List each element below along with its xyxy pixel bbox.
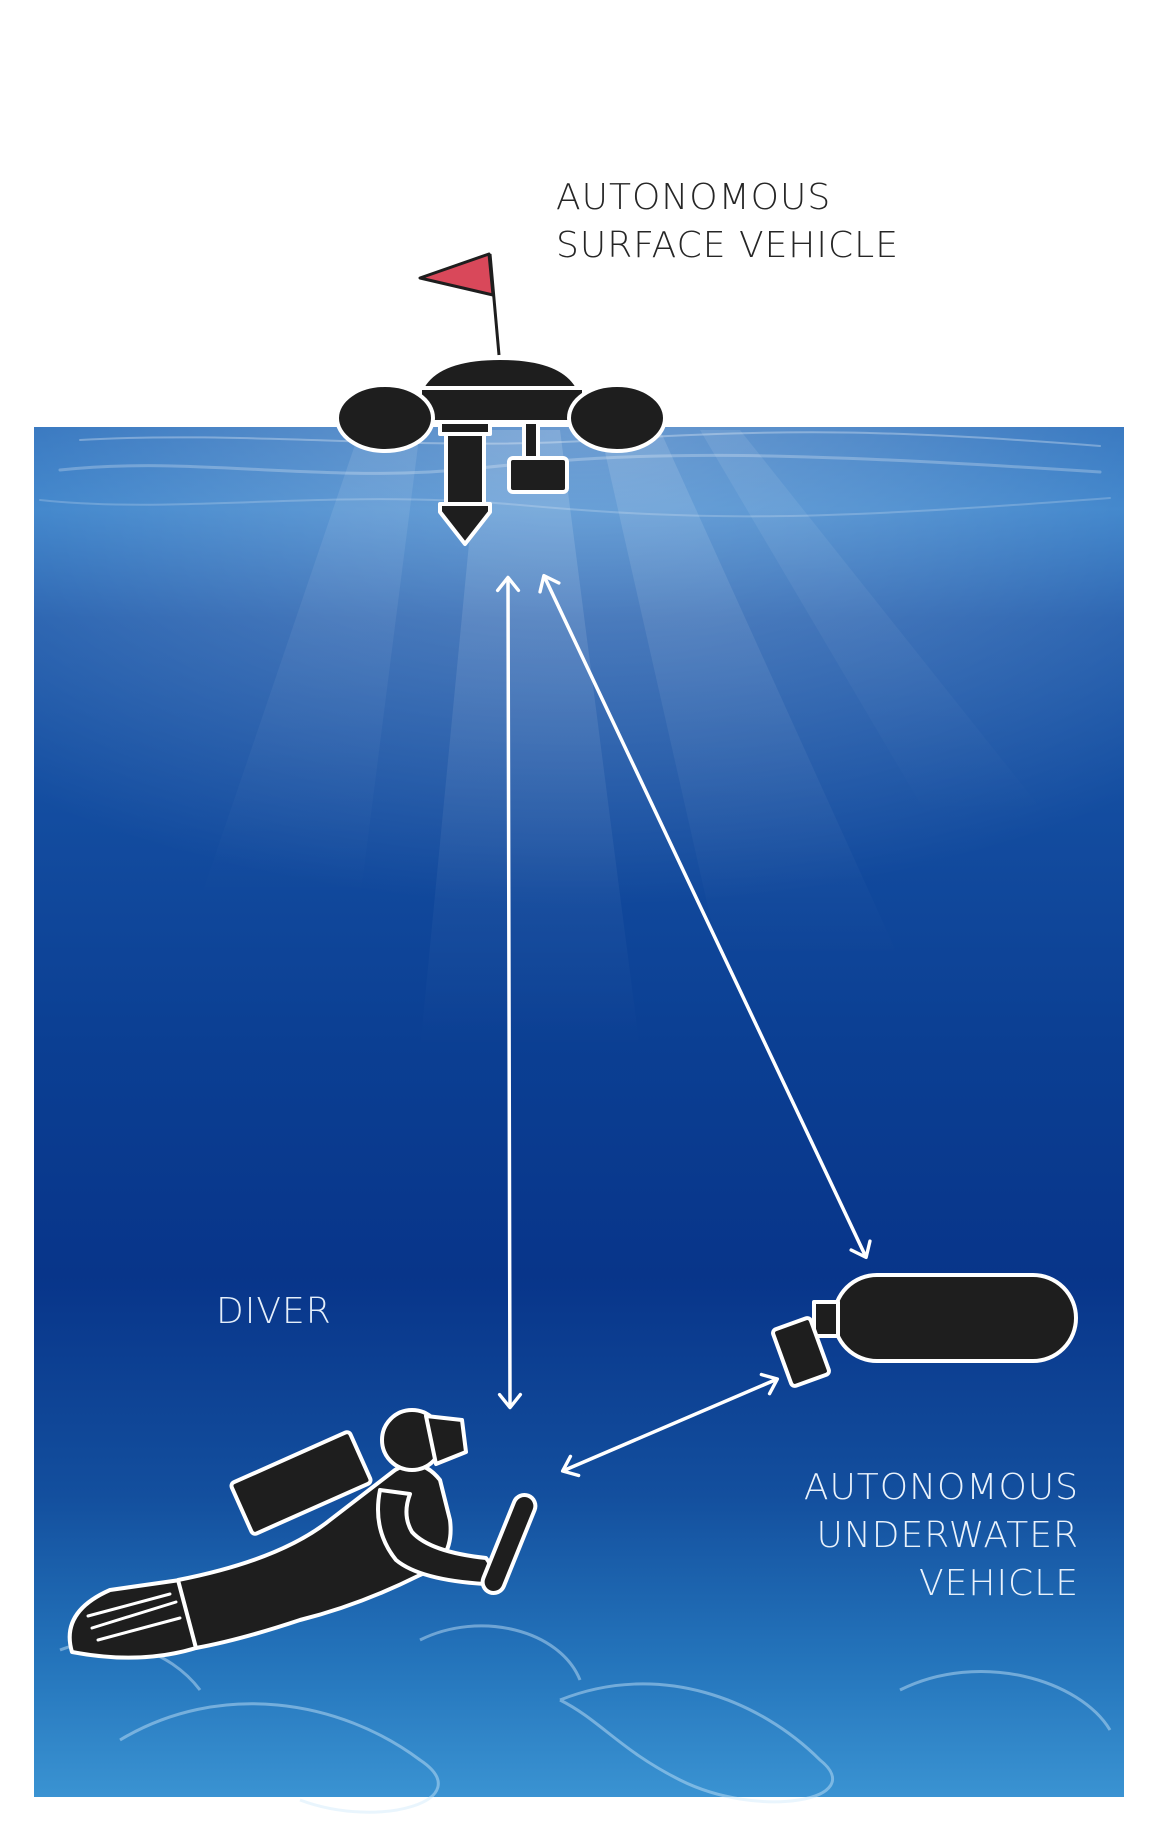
diver-icon xyxy=(67,1408,538,1660)
link-asv-diver xyxy=(495,575,523,1410)
auv-label-line-2: UNDERWATER xyxy=(816,1515,1079,1556)
asv-label-line-1: AUTONOMOUS xyxy=(556,177,832,218)
sky-background xyxy=(34,34,1124,427)
communication-links xyxy=(495,573,872,1478)
underwater-vehicle-icon xyxy=(771,1273,1078,1388)
auv-label-line-3: VEHICLE xyxy=(919,1563,1079,1604)
asv-label: AUTONOMOUS SURFACE VEHICLE xyxy=(556,174,899,270)
diver-label-text: DIVER xyxy=(216,1291,332,1332)
diver-label: DIVER xyxy=(216,1288,332,1336)
auv-label-line-1: AUTONOMOUS xyxy=(803,1467,1079,1508)
link-diver-auv xyxy=(560,1372,780,1478)
auv-label: AUTONOMOUS UNDERWATER VEHICLE xyxy=(804,1464,1079,1608)
asv-label-line-2: SURFACE VEHICLE xyxy=(556,225,899,266)
link-asv-auv xyxy=(538,573,872,1260)
flag-icon xyxy=(418,252,501,356)
surface-vehicle-icon xyxy=(335,356,667,546)
